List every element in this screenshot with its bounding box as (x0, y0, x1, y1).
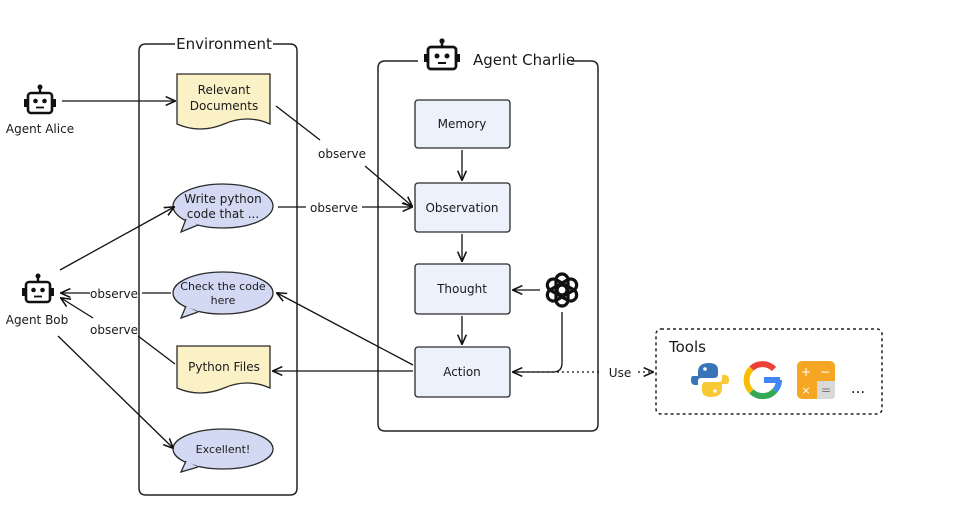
calculator-icon: + − × = (797, 361, 835, 399)
svg-text:−: − (820, 365, 830, 379)
google-icon (743, 361, 782, 400)
write-python-line2: code that ... (187, 207, 259, 221)
memory-node: Memory (414, 99, 511, 149)
svg-text:×: × (801, 384, 810, 397)
svg-text:+: + (801, 365, 811, 379)
thought-label: Thought (436, 282, 487, 296)
observe-docs-label: observe (318, 147, 366, 161)
write-python-line1: Write python (184, 192, 261, 206)
write-python-bubble: Write python code that ... (172, 183, 274, 234)
alice-label: Agent Alice (6, 122, 74, 136)
action-to-check-arrow (277, 293, 414, 366)
charlie-frame: Agent Charlie (377, 38, 599, 432)
documents-to-observation-arrow (275, 105, 321, 141)
thought-node: Thought (414, 263, 511, 315)
use-label: Use (609, 366, 631, 380)
check-code-line2: here (211, 294, 236, 307)
tools-box: Tools + − × = ... (655, 328, 883, 415)
charlie-title: Agent Charlie (473, 51, 575, 69)
excellent-bubble: Excellent! (172, 428, 274, 474)
environment-frame: Environment (138, 35, 298, 496)
relevant-documents-line2: Documents (190, 99, 258, 113)
svg-text:=: = (821, 383, 831, 397)
memory-label: Memory (438, 117, 487, 131)
agent-bob: Agent Bob (6, 273, 69, 327)
bob-to-write-arrow (59, 207, 174, 271)
agent-alice: Agent Alice (6, 84, 74, 136)
relevant-documents-node: Relevant Documents (176, 73, 271, 130)
action-node: Action (414, 346, 511, 398)
check-code-bubble: Check the code here (172, 271, 274, 320)
relevant-documents-line1: Relevant (198, 83, 251, 97)
observation-node: Observation (414, 182, 511, 233)
excellent-label: Excellent! (196, 443, 251, 456)
check-code-line1: Check the code (180, 280, 266, 293)
bob-to-excellent-arrow (57, 335, 173, 448)
charlie-robot-icon (424, 38, 460, 71)
bob-robot-icon (22, 273, 54, 304)
observe-check-label: observe (90, 287, 138, 301)
action-label: Action (443, 365, 481, 379)
observation-label: Observation (425, 201, 498, 215)
openai-icon (545, 272, 579, 308)
observe-files-label: observe (90, 323, 138, 337)
python-files-label: Python Files (188, 360, 260, 374)
openai-to-action-arrow (513, 312, 563, 372)
alice-robot-icon (24, 84, 56, 115)
observe-write-label: observe (310, 201, 358, 215)
bob-label: Agent Bob (6, 313, 69, 327)
files-to-bob-arrow (137, 335, 176, 365)
environment-title: Environment (176, 35, 272, 53)
python-files-node: Python Files (176, 345, 271, 394)
tools-more-label: ... (851, 379, 865, 397)
tools-title: Tools (668, 338, 706, 356)
python-icon (691, 363, 729, 397)
